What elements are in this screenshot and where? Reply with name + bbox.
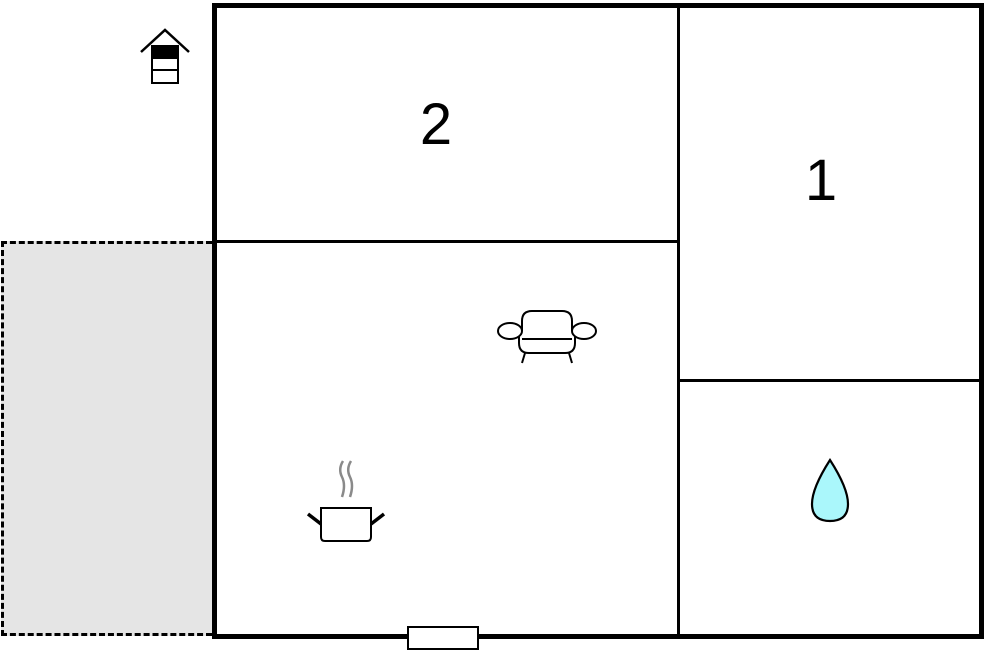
wall-bedroom2-living — [216, 240, 678, 243]
entrance-door — [407, 626, 479, 650]
house-icon — [139, 28, 191, 86]
sofa-icon — [497, 309, 597, 365]
water-drop-icon — [810, 457, 850, 524]
outer-wall — [212, 3, 984, 639]
cooking-pot-icon — [306, 459, 386, 544]
room-label-bedroom-1: 1 — [804, 148, 838, 213]
wall-vertical-main — [677, 5, 680, 637]
wall-bedroom1-bathroom — [679, 379, 981, 382]
terrace-area — [1, 241, 212, 636]
room-label-bedroom-2: 2 — [419, 92, 453, 157]
